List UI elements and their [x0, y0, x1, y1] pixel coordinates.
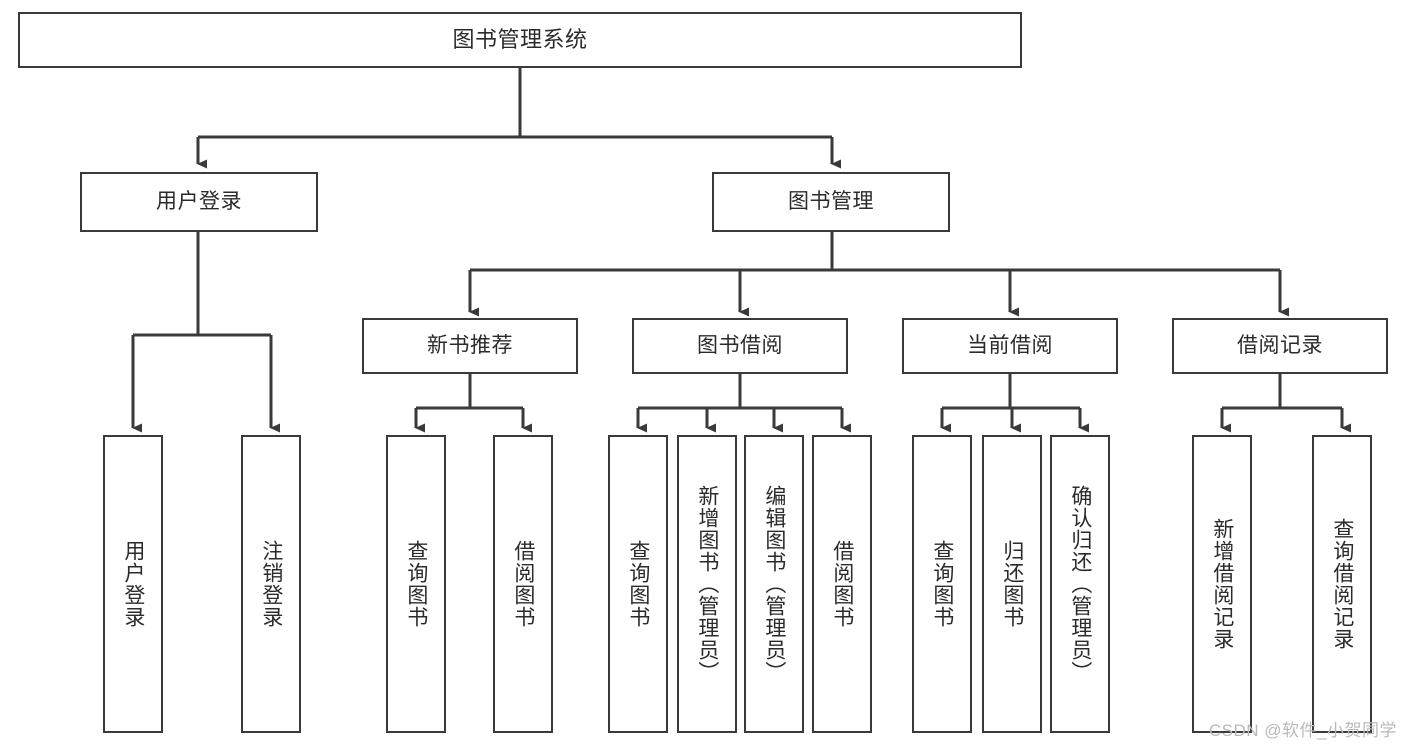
leaf-borrow-add-book-admin[interactable]: 新增图书（管理员） — [677, 435, 737, 733]
leaf-current-query-book[interactable]: 查询图书 — [912, 435, 972, 733]
node-label: 借阅图书 — [511, 540, 535, 628]
node-label: 新增借阅记录 — [1210, 518, 1234, 650]
leaf-record-add-record[interactable]: 新增借阅记录 — [1192, 435, 1252, 733]
node-label: 新书推荐 — [427, 333, 513, 357]
leaf-borrow-query-book[interactable]: 查询图书 — [608, 435, 668, 733]
node-label: 借阅记录 — [1237, 333, 1323, 357]
node-label: 查询借阅记录 — [1330, 518, 1354, 650]
node-user-login[interactable]: 用户登录 — [80, 172, 318, 232]
leaf-record-query-record[interactable]: 查询借阅记录 — [1312, 435, 1372, 733]
node-label: 用户登录 — [156, 189, 242, 213]
node-current-borrowing[interactable]: 当前借阅 — [902, 318, 1118, 374]
node-label: 查询图书 — [404, 540, 428, 628]
leaf-borrow-edit-book-admin[interactable]: 编辑图书（管理员） — [744, 435, 804, 733]
node-label: 新增图书（管理员） — [695, 485, 719, 683]
node-label: 确认归还（管理员） — [1068, 485, 1092, 683]
node-root-book-management-system[interactable]: 图书管理系统 — [18, 12, 1022, 68]
node-label: 图书管理 — [788, 189, 874, 213]
leaf-borrow-borrow-book[interactable]: 借阅图书 — [812, 435, 872, 733]
node-label: 查询图书 — [626, 540, 650, 628]
node-label: 编辑图书（管理员） — [762, 485, 786, 683]
node-label: 借阅图书 — [830, 540, 854, 628]
leaf-current-return-book[interactable]: 归还图书 — [982, 435, 1042, 733]
node-label: 查询图书 — [930, 540, 954, 628]
node-book-management[interactable]: 图书管理 — [712, 172, 950, 232]
node-label: 注销登录 — [259, 540, 283, 628]
node-label: 图书管理系统 — [452, 27, 588, 53]
leaf-user-login-signin[interactable]: 用户登录 — [103, 435, 163, 733]
node-book-borrowing[interactable]: 图书借阅 — [632, 318, 848, 374]
node-label: 图书借阅 — [697, 333, 783, 357]
node-borrowing-record[interactable]: 借阅记录 — [1172, 318, 1388, 374]
leaf-recommend-borrow-book[interactable]: 借阅图书 — [493, 435, 553, 733]
leaf-current-confirm-return-admin[interactable]: 确认归还（管理员） — [1050, 435, 1110, 733]
node-label: 归还图书 — [1000, 540, 1024, 628]
node-label: 当前借阅 — [967, 333, 1053, 357]
watermark: CSDN @软件_小贺同学 — [1208, 721, 1397, 740]
node-label: 用户登录 — [121, 540, 145, 628]
node-new-book-recommendation[interactable]: 新书推荐 — [362, 318, 578, 374]
leaf-recommend-query-book[interactable]: 查询图书 — [386, 435, 446, 733]
leaf-user-login-signout[interactable]: 注销登录 — [241, 435, 301, 733]
